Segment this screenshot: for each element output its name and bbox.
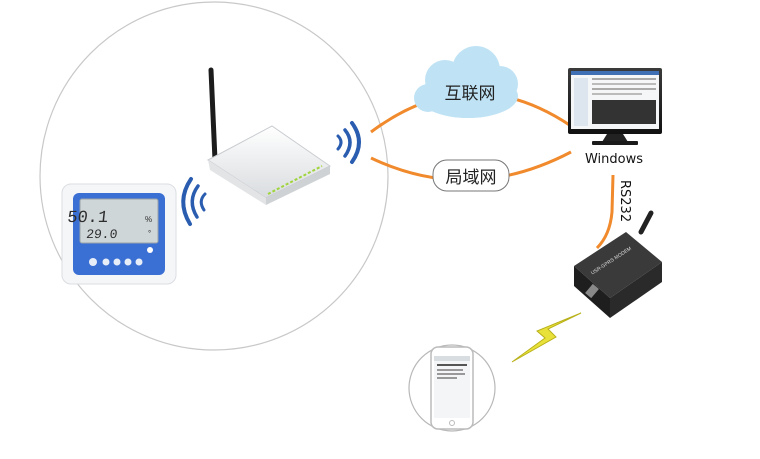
- lan-label: 局域网: [446, 168, 497, 188]
- sensor-reading-humidity: 50.1: [66, 209, 109, 228]
- sensor-unit-humidity: %: [145, 215, 152, 224]
- internet-label: 互联网: [445, 84, 496, 104]
- wifi-signal-left-icon: [181, 177, 207, 226]
- windows-label: Windows: [585, 152, 643, 167]
- temp-humidity-sensor-icon: [61, 183, 177, 285]
- smartphone-icon: [430, 346, 474, 430]
- local-network-circle: [39, 1, 389, 351]
- windows-pc-icon: [568, 68, 662, 145]
- gsm-modem-icon: USR-GPRS MODEM: [574, 210, 662, 318]
- lan-label-box: [432, 159, 510, 192]
- wifi-router-icon: [207, 67, 331, 205]
- lightning-icon: [511, 312, 582, 363]
- wifi-signal-right-icon: [336, 121, 361, 164]
- rs232-label: RS232: [617, 180, 632, 222]
- cloud-icon: [414, 46, 518, 118]
- sensor-reading-temperature: 29.0: [85, 227, 118, 242]
- sensor-unit-temperature: °: [148, 229, 151, 238]
- rs232-link: [595, 174, 615, 250]
